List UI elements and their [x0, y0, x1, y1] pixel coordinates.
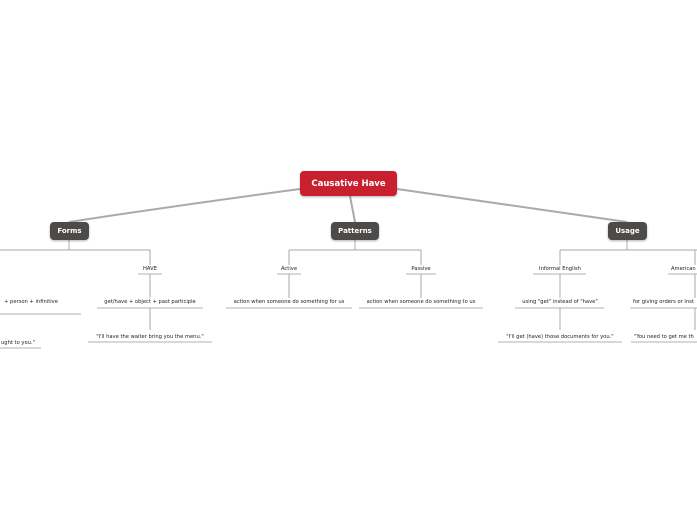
subtopic-american-example[interactable]: "You need to get me th: [634, 334, 694, 340]
topic-patterns[interactable]: Patterns: [331, 222, 379, 240]
subtopic-passive-text[interactable]: action when someone do something to us: [366, 299, 476, 305]
subtopic-informal-example[interactable]: "I'll get (have) those documents for you…: [506, 334, 614, 340]
subtopic-have[interactable]: HAVE: [143, 266, 157, 272]
subtopic-informal-text[interactable]: using "get" instead of "have": [522, 299, 598, 305]
subtopic-passive[interactable]: Passive: [411, 266, 431, 272]
subtopic-have-pattern[interactable]: get/have + object + past participle: [104, 299, 196, 305]
topic-usage[interactable]: Usage: [608, 222, 647, 240]
subtopic-informal-english[interactable]: Informal English: [539, 266, 581, 272]
subtopic-forms-left-example[interactable]: ught to you.": [1, 340, 35, 346]
subtopic-active[interactable]: Active: [280, 266, 298, 272]
subtopic-forms-left-text[interactable]: + person + infinitive: [4, 299, 58, 305]
subtopic-american-text[interactable]: for giving orders or inst: [633, 299, 694, 305]
subtopic-american[interactable]: American: [671, 266, 696, 272]
topic-forms[interactable]: Forms: [50, 222, 89, 240]
subtopic-have-example[interactable]: "I'll have the waiter bring you the menu…: [96, 334, 204, 340]
central-topic[interactable]: Causative Have: [300, 171, 397, 196]
subtopic-active-text[interactable]: action when someone do something for us: [233, 299, 345, 305]
